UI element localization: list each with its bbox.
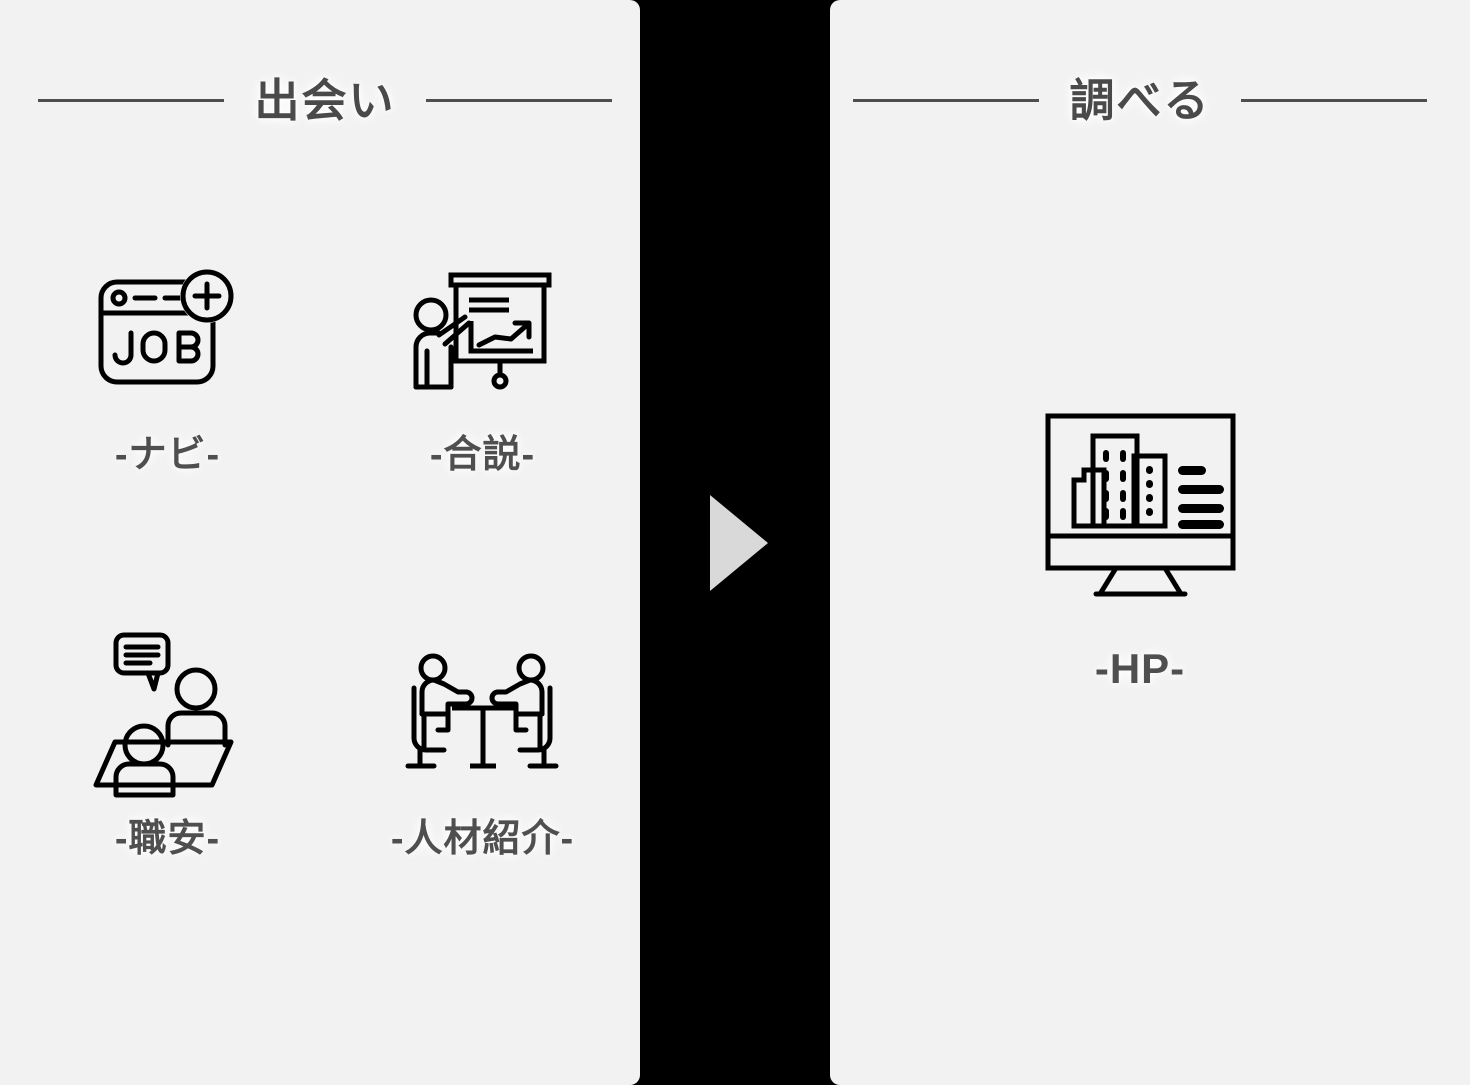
presentation-board-person-icon	[403, 250, 563, 410]
divider-gap	[640, 0, 830, 1085]
item-navi[interactable]: -ナビ-	[10, 250, 325, 474]
item-shokuan-label: -職安-	[114, 818, 221, 860]
right-panel-title: 調べる	[1069, 75, 1211, 126]
left-panel-title: 出会い	[254, 75, 396, 126]
item-gousetsu[interactable]: -合説-	[325, 250, 640, 474]
job-browser-window-icon	[93, 250, 243, 410]
item-gousetsu-label: -合説-	[429, 434, 536, 476]
desktop-monitor-buildings-icon	[1038, 400, 1243, 610]
item-hp-label: -HP-	[1094, 645, 1186, 692]
play-triangle-right-icon	[710, 494, 768, 591]
heading-rule-left	[853, 99, 1040, 102]
left-panel-heading: 出会い	[10, 78, 640, 123]
right-panel-heading: 調べる	[830, 78, 1450, 123]
left-panel	[0, 0, 640, 1085]
right-panel: 調べる	[830, 0, 1470, 1085]
left-panel-icon-grid: -ナビ-	[10, 250, 640, 858]
item-jinzai-shokai[interactable]: -人材紹介-	[325, 634, 640, 858]
item-navi-label: -ナビ-	[114, 434, 221, 476]
item-jinzai-shokai-label: -人材紹介-	[390, 818, 575, 860]
heading-rule-left	[38, 99, 225, 102]
two-people-desk-speech-bubble-icon	[88, 632, 248, 797]
two-people-table-interview-icon	[400, 634, 565, 794]
heading-rule-right	[1240, 99, 1427, 102]
heading-rule-right	[425, 99, 612, 102]
item-hp[interactable]: -HP-	[830, 400, 1450, 690]
item-shokuan[interactable]: -職安-	[10, 632, 325, 860]
